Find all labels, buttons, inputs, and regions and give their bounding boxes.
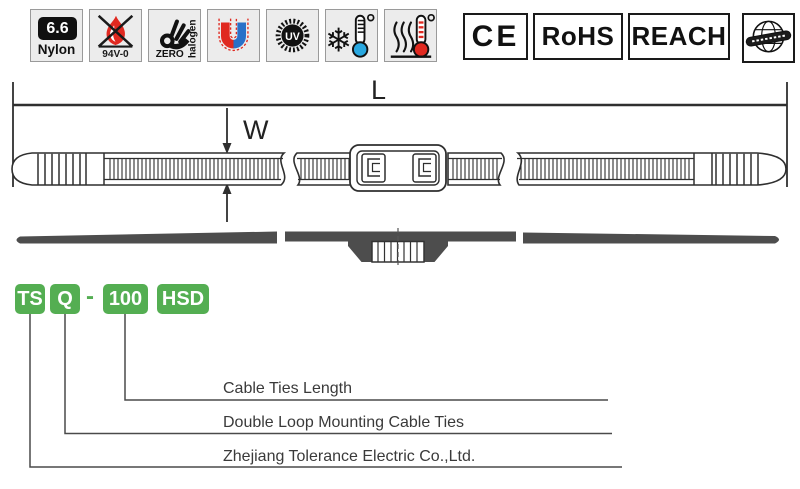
cable-tie-profile-view xyxy=(16,231,779,262)
uv-label: UV xyxy=(285,31,300,43)
part-number-series: TS xyxy=(15,284,45,314)
callout-label-type: Double Loop Mounting Cable Ties xyxy=(223,414,465,431)
length-dimension-label: L xyxy=(371,75,386,105)
callout-line-company xyxy=(29,314,622,468)
reach-text: REACH xyxy=(631,21,727,51)
cold-resistant-icon: ❄ xyxy=(325,9,378,62)
callout-lines xyxy=(29,314,622,468)
serration-left xyxy=(109,158,279,180)
globe-icon xyxy=(745,20,792,53)
magnet-icon xyxy=(207,9,260,62)
callout-label-length: Cable Ties Length xyxy=(223,380,352,397)
flame-rating-label: 94V-0 xyxy=(102,49,129,60)
part-number-separator: - xyxy=(86,283,94,310)
part-number-suffix: HSD xyxy=(157,284,209,314)
halogen-label: halogen xyxy=(188,19,199,58)
mounting-head-top-view xyxy=(349,144,447,192)
width-dimension-label: W xyxy=(243,115,269,145)
callout-line-length xyxy=(124,314,608,401)
uv-resistant-icon: UV xyxy=(266,9,319,62)
serration-right xyxy=(520,158,690,180)
tip-ribs-right xyxy=(715,153,759,185)
nylon-label: Nylon xyxy=(37,42,76,57)
w-arrowhead-down xyxy=(222,143,232,154)
reach-badge: REACH xyxy=(628,13,730,60)
snowflake-glyph: ❄ xyxy=(326,21,352,59)
ce-mark-text: CE xyxy=(471,19,520,53)
nylon-grade-value: 6.6 xyxy=(38,17,77,40)
halogen-free-icon: ZERO halogen xyxy=(148,9,201,62)
zero-label: ZERO xyxy=(156,49,184,60)
w-arrowhead-up xyxy=(222,183,232,194)
brand-globe-badge xyxy=(742,13,795,63)
ce-badge: CE xyxy=(463,13,528,60)
part-number-type: Q xyxy=(50,284,80,314)
rohs-text: RoHS xyxy=(541,21,615,51)
serration-right-inner xyxy=(452,158,498,180)
nylon-66-icon: 6.6 Nylon xyxy=(30,9,83,62)
rohs-badge: RoHS xyxy=(533,13,623,60)
callout-label-company: Zhejiang Tolerance Electric Co.,Ltd. xyxy=(223,448,476,465)
callout-line-type xyxy=(64,314,612,435)
heat-resistant-icon xyxy=(384,9,437,62)
flame-retardant-94v0-icon: 94V-0 xyxy=(89,9,142,62)
serration-left-inner xyxy=(300,158,350,180)
part-number-length: 100 xyxy=(103,284,148,314)
tip-ribs-left xyxy=(37,153,81,185)
